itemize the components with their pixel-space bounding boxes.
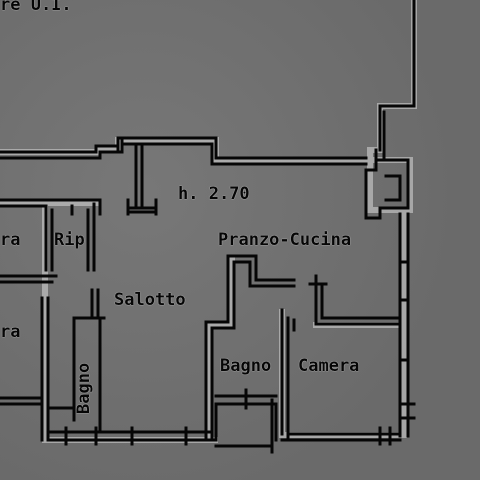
wall-left-upper: [0, 198, 102, 208]
room-label-bagno: Bagno: [220, 356, 272, 376]
room-label-camera: Camera: [298, 356, 360, 376]
wall-bagno: [226, 254, 258, 328]
room-label-ra-upper: ra: [0, 230, 21, 250]
room-label-pranzo-cucina: Pranzo-Cucina: [218, 230, 352, 250]
room-label-salotto: Salotto: [114, 290, 186, 310]
wall-left-lower: [40, 296, 50, 442]
room-label-bagno-vertical: Bagno: [74, 362, 94, 414]
room-label-ra-lower: ra: [0, 322, 21, 342]
wall-pranzo: [314, 274, 402, 326]
wall-top-right: [378, 0, 416, 152]
ceiling-height-label: h. 2.70: [178, 184, 250, 204]
header-fragment-label: re U.I.: [0, 0, 72, 15]
walls: [0, 0, 416, 454]
room-label-rip: Rip: [54, 230, 85, 250]
wall-camera: [280, 308, 290, 440]
wall-column: [126, 144, 158, 214]
